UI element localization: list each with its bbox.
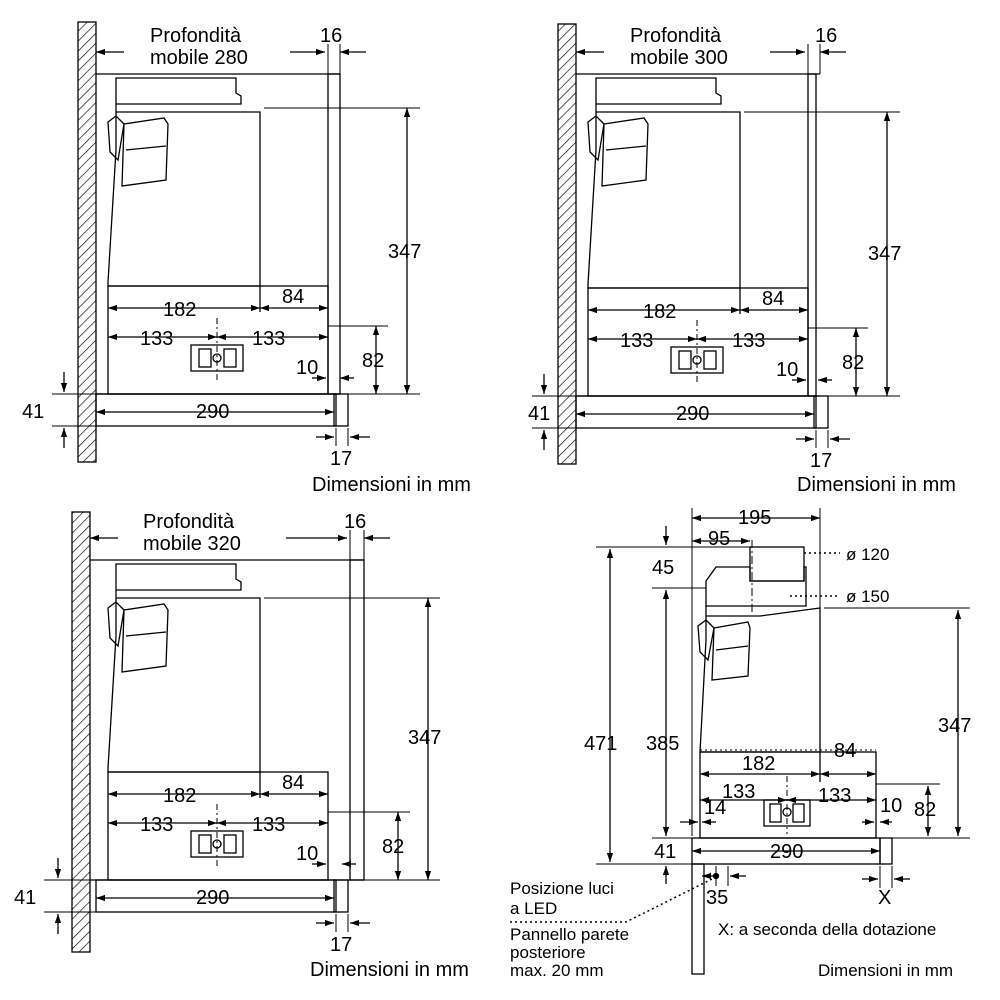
dim-10: 10 (296, 843, 318, 865)
dim-133-right: 133 (732, 330, 765, 352)
panel-detail (510, 508, 970, 975)
rear-panel-label-line1: Pannello parete (510, 925, 629, 944)
dim-182: 182 (742, 753, 775, 775)
dim-290: 290 (676, 403, 709, 425)
led-label-line2: a LED (510, 899, 557, 918)
dim-95: 95 (708, 528, 730, 550)
dim-84: 84 (834, 740, 856, 762)
dim-82: 82 (362, 350, 384, 372)
dim-82: 82 (842, 352, 864, 374)
dim-35: 35 (706, 887, 728, 909)
hood-filter-handle (697, 619, 715, 662)
dia-120: ø 120 (846, 545, 889, 564)
dim-385: 385 (646, 733, 679, 755)
rear-panel-label-line2: posteriore (510, 943, 586, 962)
depth-label-line1: Profondità (630, 25, 722, 47)
panel-depth-320 (44, 511, 440, 953)
dim-195: 195 (738, 507, 771, 529)
dim-84: 84 (282, 286, 304, 308)
dim-82: 82 (914, 799, 936, 821)
depth-label-line1: Profondità (150, 25, 242, 47)
dim-84: 84 (762, 288, 784, 310)
panel-depth-320-labels: Profondità mobile 320 16 347 182 84 133 … (14, 511, 469, 981)
dia-150: ø 150 (846, 587, 889, 606)
dim-41: 41 (22, 401, 44, 423)
depth-label-line2: mobile 280 (150, 47, 248, 69)
dim-41: 41 (654, 841, 676, 863)
dim-290: 290 (196, 887, 229, 909)
hood-filter-grip (121, 117, 169, 187)
dim-182: 182 (643, 301, 676, 323)
dim-290: 290 (196, 401, 229, 423)
dim-x: X (878, 887, 891, 909)
dim-347: 347 (408, 727, 441, 749)
dim-290: 290 (770, 841, 803, 863)
dim-133-left: 133 (722, 781, 755, 803)
rear-panel-label-line3: max. 20 mm (510, 961, 604, 980)
dim-133-left: 133 (140, 814, 173, 836)
panel-depth-300 (532, 23, 900, 465)
duct-connector-120 (749, 546, 805, 582)
depth-label-line2: mobile 320 (143, 533, 241, 555)
dim-84: 84 (282, 772, 304, 794)
dim-182: 182 (163, 299, 196, 321)
x-note: X: a seconda della dotazione (718, 920, 936, 939)
dim-16: 16 (344, 511, 366, 533)
dim-17: 17 (330, 934, 352, 956)
dim-347: 347 (868, 243, 901, 265)
drawer-handle (879, 837, 893, 865)
dim-10: 10 (296, 357, 318, 379)
panel-depth-300-labels: Profondità mobile 300 16 347 182 84 133 … (528, 25, 956, 496)
dim-182: 182 (163, 785, 196, 807)
dim-133-right: 133 (818, 785, 851, 807)
panel-depth-280-labels: Profondità mobile 280 16 347 182 84 133 … (22, 25, 471, 496)
dim-41: 41 (528, 403, 550, 425)
dim-133-left: 133 (140, 328, 173, 350)
dim-347: 347 (388, 241, 421, 263)
dim-10: 10 (880, 795, 902, 817)
led-label-line1: Posizione luci (510, 879, 614, 898)
dim-14: 14 (704, 797, 726, 819)
panel-depth-280 (52, 21, 420, 463)
cabinet-front-panel (327, 73, 341, 395)
dim-16: 16 (815, 25, 837, 47)
dim-133-right: 133 (252, 814, 285, 836)
dim-471: 471 (584, 733, 617, 755)
dim-347: 347 (938, 715, 971, 737)
dim-82: 82 (382, 836, 404, 858)
dim-10: 10 (776, 359, 798, 381)
units-note: Dimensioni in mm (310, 959, 469, 981)
led-leader-line (510, 877, 715, 923)
duct-connector-150 (705, 566, 807, 607)
dim-133-right: 133 (252, 328, 285, 350)
hood-filter-handle (107, 115, 125, 162)
dim-17: 17 (330, 448, 352, 470)
units-note: Dimensioni in mm (818, 961, 953, 980)
dim-17: 17 (810, 450, 832, 472)
units-note: Dimensioni in mm (312, 474, 471, 496)
dim-41: 41 (14, 887, 36, 909)
dim-45: 45 (652, 557, 674, 579)
dim-16: 16 (320, 25, 342, 47)
panel-detail-labels: 195 95 ø 120 ø 150 45 471 385 347 182 84… (510, 507, 971, 980)
hood-body (699, 606, 821, 753)
depth-label-line2: mobile 300 (630, 47, 728, 69)
rear-wall-panel (691, 863, 705, 975)
depth-label-line1: Profondità (143, 511, 235, 533)
wall-hatch (77, 21, 97, 463)
dim-133-left: 133 (620, 330, 653, 352)
hood-filter-grip (711, 621, 751, 681)
units-note: Dimensioni in mm (797, 474, 956, 496)
hood-body (107, 104, 261, 287)
hood-upper-body (115, 77, 242, 105)
